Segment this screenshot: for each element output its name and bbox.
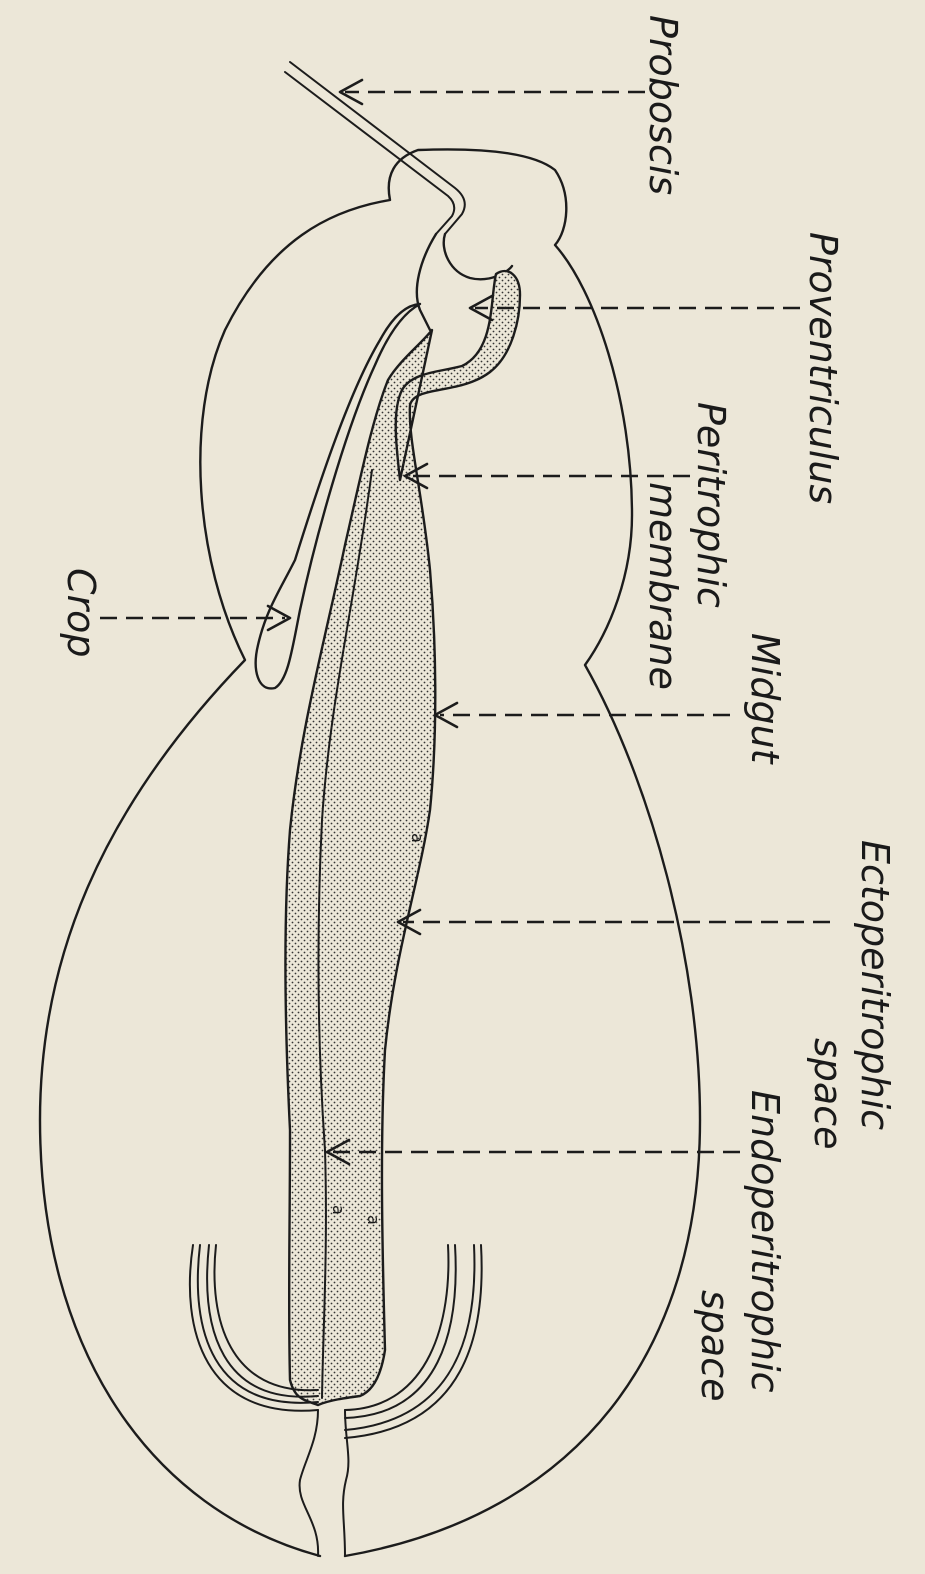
label-crop: Crop: [59, 568, 103, 658]
label-endoperitrophic-line2: space: [693, 1290, 737, 1401]
hindgut: [300, 1410, 319, 1556]
proboscis-tube-inner: [285, 72, 454, 234]
hindgut-right: [343, 1410, 348, 1556]
label-peritrophic-line1: Peritrophic: [689, 402, 733, 608]
proboscis-tube: [290, 62, 465, 234]
region-mark-a-1: a: [408, 833, 427, 843]
region-mark-a-3: a: [364, 1215, 383, 1225]
label-proboscis: Proboscis: [641, 15, 685, 195]
label-proventriculus: Proventriculus: [801, 232, 845, 504]
label-ectoperitrophic-line1: Ectoperitrophic: [853, 840, 897, 1130]
label-ectoperitrophic-line2: space: [806, 1038, 850, 1149]
label-peritrophic-line2: membrane: [641, 482, 685, 690]
label-midgut: Midgut: [743, 633, 787, 766]
region-mark-a-2: a: [329, 1205, 348, 1215]
label-endoperitrophic-line1: Endoperitrophic: [743, 1090, 787, 1393]
